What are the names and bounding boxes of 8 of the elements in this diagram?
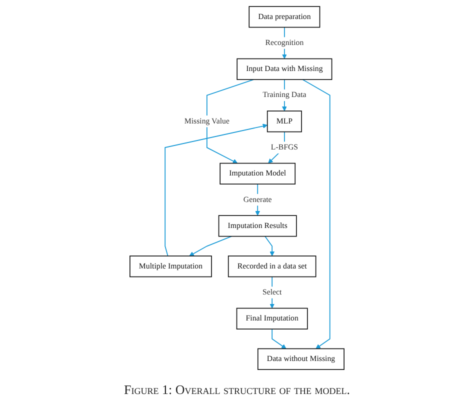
arrow — [164, 124, 268, 256]
arrow — [270, 276, 275, 308]
arrow — [189, 236, 232, 256]
arrow — [206, 79, 254, 164]
arrow — [272, 328, 286, 349]
arrow — [264, 236, 275, 256]
figure-caption: Figure 1: Overall structure of the model. — [124, 382, 350, 397]
arrow — [302, 79, 330, 349]
